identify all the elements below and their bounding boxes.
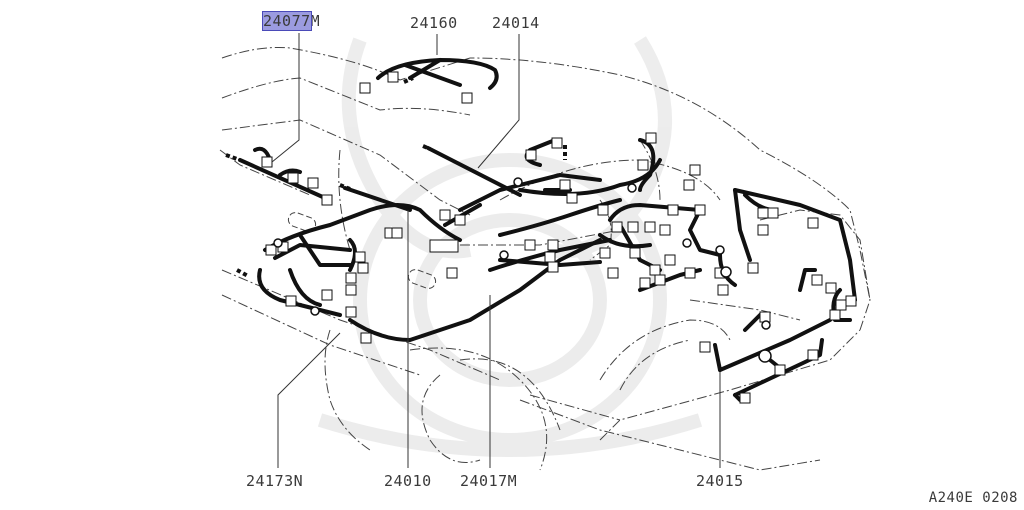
callout-24015[interactable]: 24015 [696, 472, 744, 490]
callout-highlight: 24077 [262, 11, 312, 31]
grommets [273, 177, 772, 363]
callout-24017M[interactable]: 24017M [460, 472, 518, 490]
callout-24014[interactable]: 24014 [492, 14, 540, 32]
callout-24077M[interactable]: 24077M [262, 11, 321, 31]
car-body-outline [219, 46, 871, 471]
callout-24173N[interactable]: 24173N [246, 472, 304, 490]
callout-24160[interactable]: 24160 [410, 14, 458, 32]
figure-id: A240E 0208 [928, 490, 1018, 506]
leader-lines [271, 33, 721, 468]
wire-end-markers [225, 76, 567, 278]
callout-suffix: M [310, 12, 321, 30]
callout-24010[interactable]: 24010 [384, 472, 432, 490]
leader-24077M [271, 33, 300, 163]
connectors [261, 71, 857, 404]
leader-24173N [277, 332, 341, 468]
leader-24014 [477, 34, 520, 169]
